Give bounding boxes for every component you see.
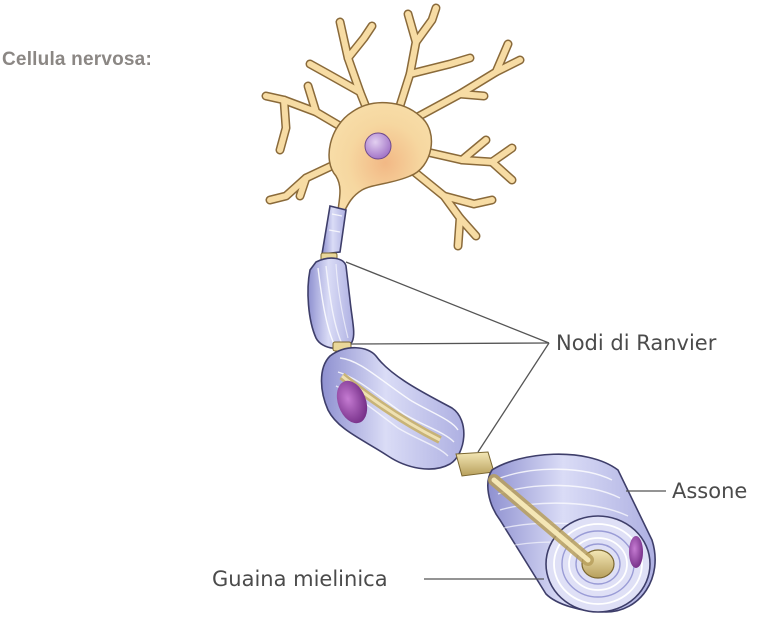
leader-lines [345, 261, 666, 580]
myelin-segment-2 [307, 257, 355, 350]
label-nodes-of-ranvier: Nodi di Ranvier [556, 331, 717, 355]
leader-node-2 [350, 342, 550, 345]
label-axon: Assone [672, 479, 748, 503]
schwann-cell-nucleus [336, 380, 368, 424]
nucleus [364, 132, 392, 160]
leader-node-1 [345, 261, 550, 344]
diagram-title: Cellula nervosa: [2, 49, 152, 70]
leader-node-3 [477, 342, 550, 453]
myelin-cross-section [487, 453, 656, 613]
cell-body [261, 3, 525, 251]
myelinated-axon [307, 205, 656, 613]
myelin-segment-3 [320, 346, 465, 470]
label-myelin-sheath: Guaina mielinica [212, 567, 388, 591]
node-of-ranvier-3 [455, 451, 495, 477]
myelin-segment-1 [321, 205, 347, 255]
